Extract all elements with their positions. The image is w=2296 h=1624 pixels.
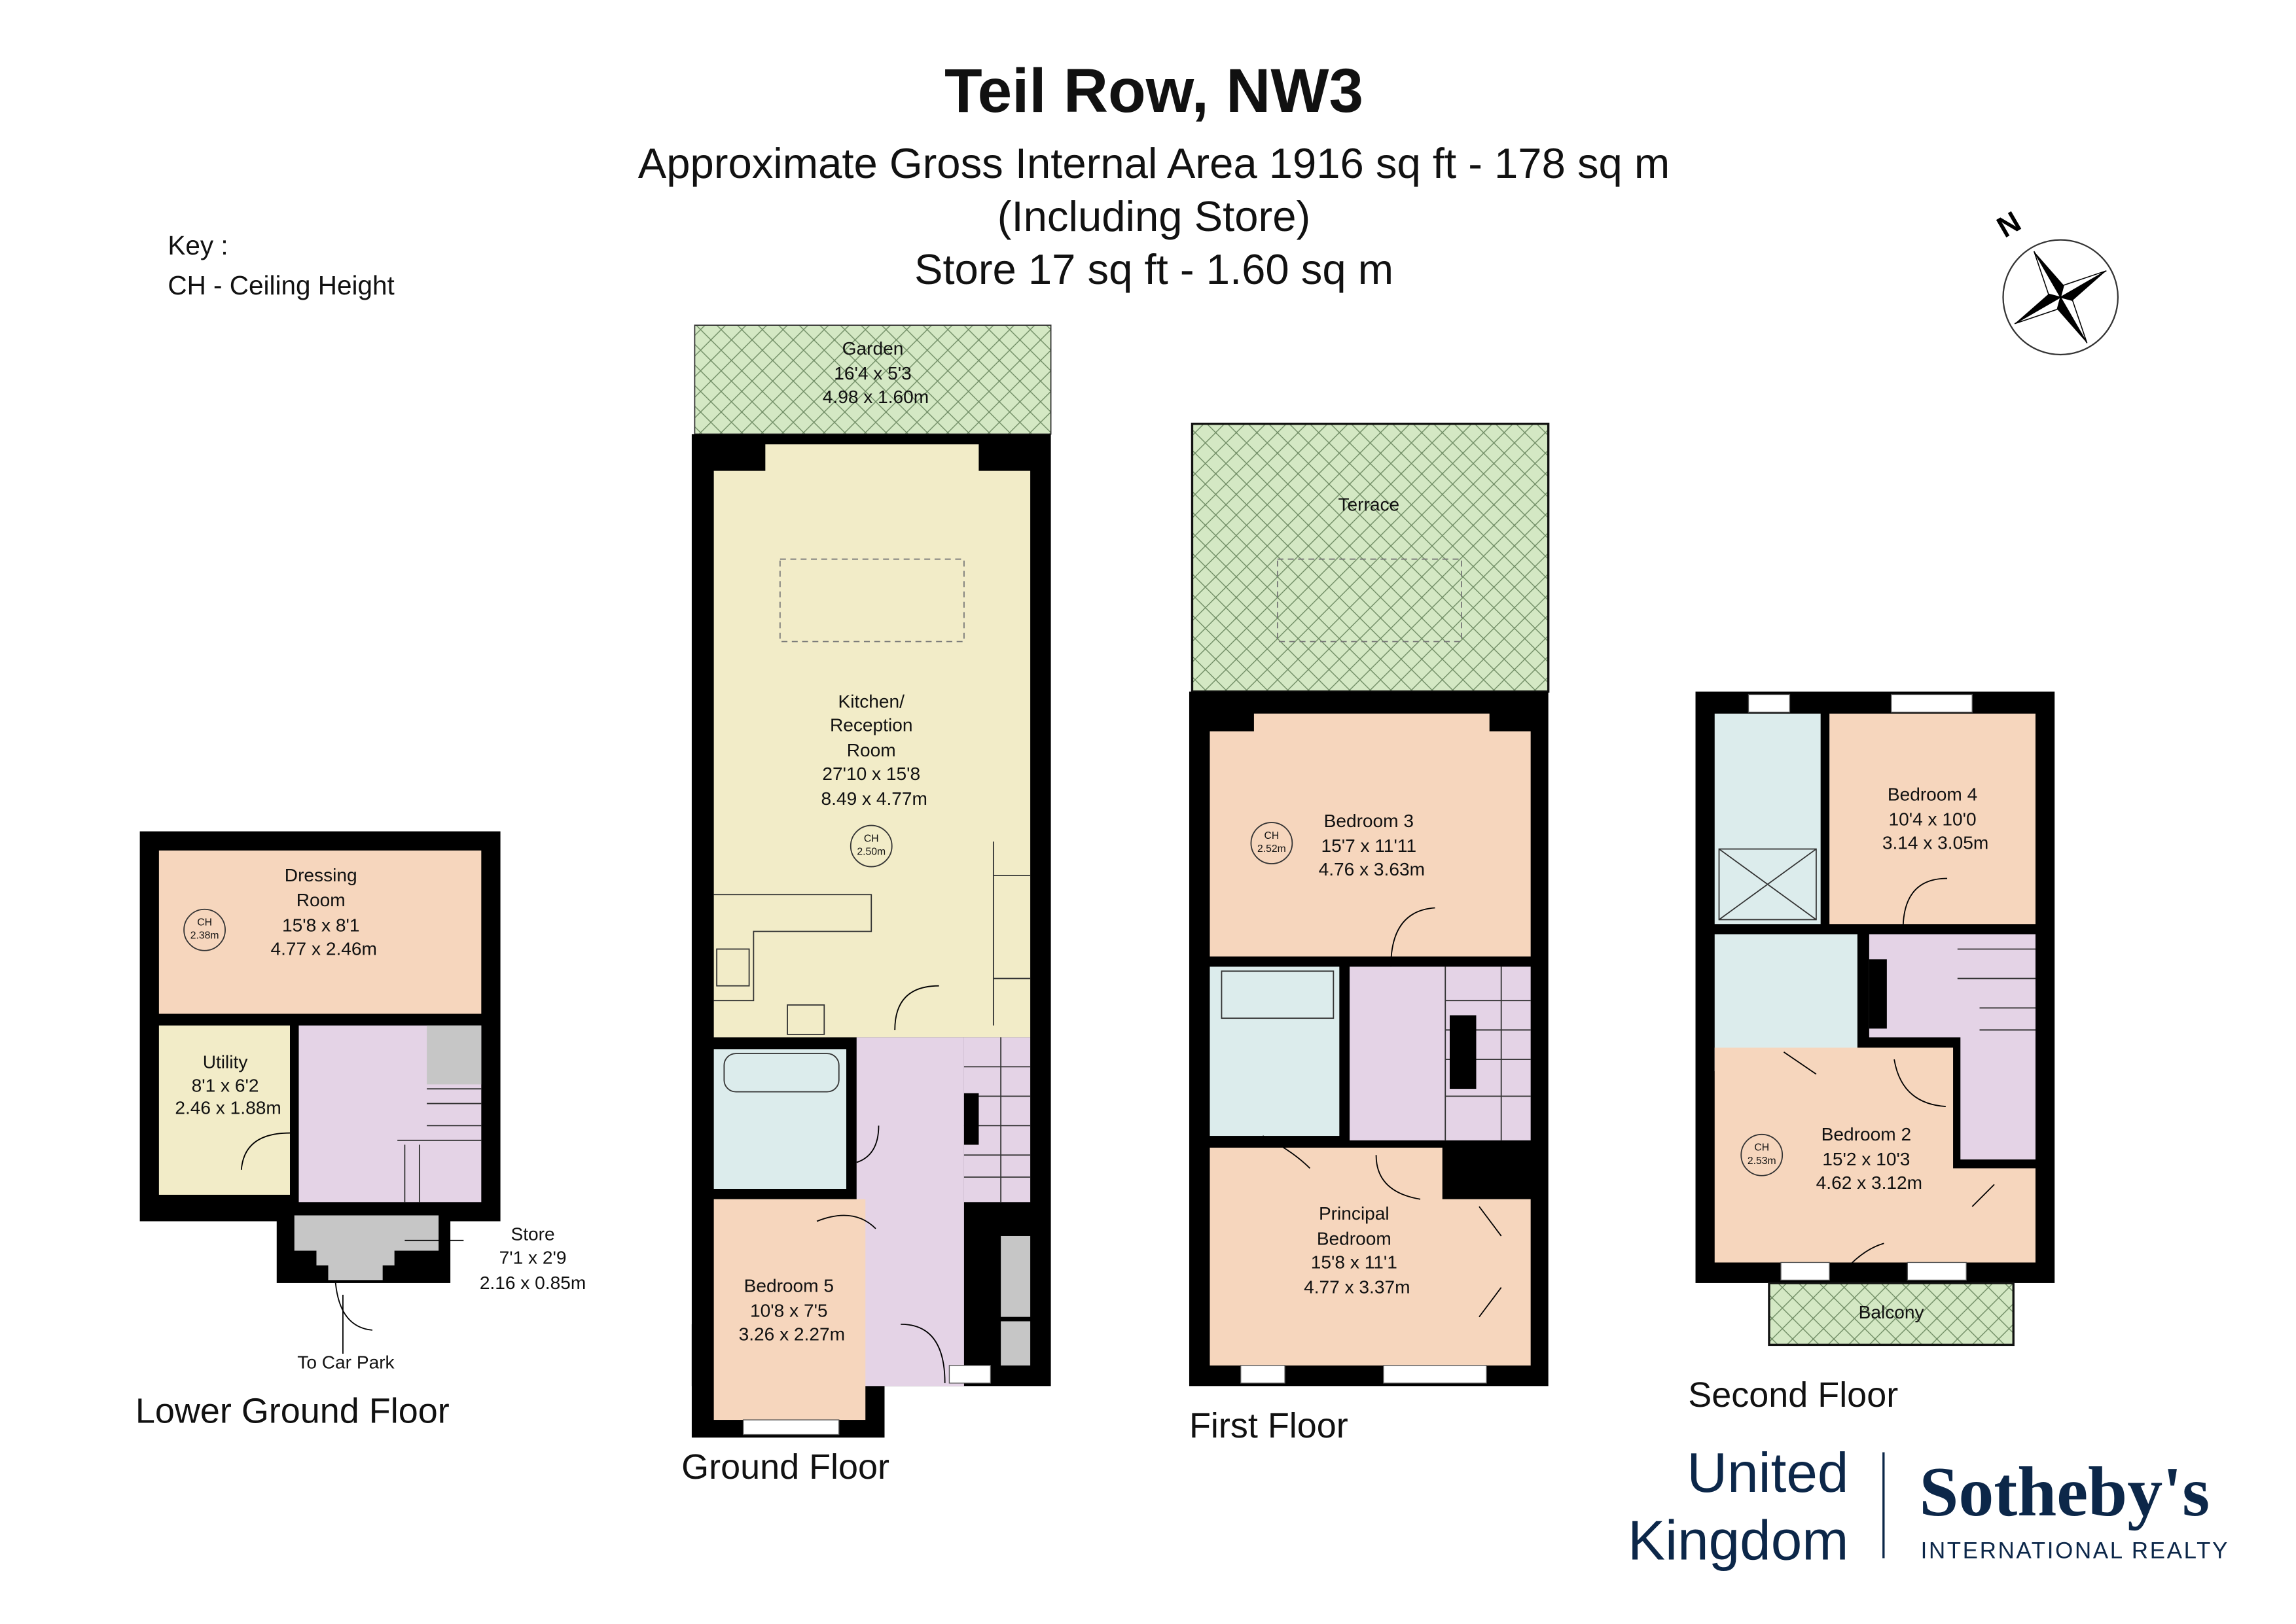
- gross-area: Approximate Gross Internal Area 1916 sq …: [638, 139, 1670, 187]
- room-dim-metric: 8.49 x 4.77m: [821, 788, 927, 809]
- compass-rose-icon: N: [1991, 205, 2119, 356]
- key-entry: CH - Ceiling Height: [168, 270, 394, 300]
- room-dim-metric: 3.14 x 3.05m: [1882, 833, 1988, 853]
- room-name: Bedroom 3: [1324, 811, 1414, 831]
- key-title: Key :: [168, 230, 228, 260]
- room-name: Principal: [1319, 1203, 1390, 1224]
- room-name: Bedroom: [1317, 1228, 1391, 1248]
- room-dim-imperial: 10'8 x 7'5: [750, 1301, 828, 1321]
- room-dim-metric: 4.77 x 2.46m: [271, 938, 377, 959]
- first-floor-plan: CH 2.52m Terrace Bedroom 3 15'7 x 11'11 …: [1189, 422, 1550, 1445]
- room-dim-imperial: 8'1 x 6'2: [192, 1076, 259, 1096]
- logo-kingdom: Kingdom: [1628, 1510, 1848, 1572]
- room-name: Room: [847, 740, 896, 760]
- room-dim-metric: 2.46 x 1.88m: [175, 1097, 281, 1118]
- room-dim-imperial: 27'10 x 15'8: [822, 764, 920, 784]
- floor-label: Lower Ground Floor: [135, 1392, 450, 1431]
- second-floor-plan: CH 2.53m Bedroom 4 10'4 x 10'0 3.14 x 3.…: [1688, 691, 2055, 1415]
- room-name: Store: [511, 1224, 554, 1244]
- logo-tagline: INTERNATIONAL REALTY: [1921, 1538, 2230, 1563]
- logo-united: United: [1687, 1442, 1848, 1504]
- room-dim-metric: 4.62 x 3.12m: [1816, 1173, 1922, 1193]
- room-name: Garden: [842, 338, 904, 359]
- room-name: Room: [296, 890, 346, 910]
- room-name: Bedroom 5: [744, 1275, 834, 1296]
- room-dim-imperial: 7'1 x 2'9: [499, 1248, 567, 1268]
- room-name: Kitchen/: [838, 692, 905, 712]
- room-dim-imperial: 15'7 x 11'11: [1321, 836, 1417, 856]
- room-name: Bedroom 4: [1888, 784, 1977, 804]
- page-title: Teil Row, NW3: [944, 57, 1363, 126]
- ch-label: CH: [864, 833, 879, 844]
- room-dim-metric: 2.16 x 0.85m: [480, 1273, 586, 1293]
- ground-floor-plan: CH 2.50m Garden 16'4 x 5'3 4.98 x 1.60m …: [681, 325, 1052, 1487]
- floor-label: First Floor: [1189, 1406, 1348, 1445]
- floor-label: Ground Floor: [681, 1447, 889, 1487]
- ch-value: 2.52m: [1257, 843, 1286, 855]
- room-name: Terrace: [1338, 494, 1399, 514]
- logo-brand: Sotheby's: [1919, 1453, 2210, 1531]
- lower-ground-floor-plan: CH 2.38m Dressing Room 15'8 x 8'1 4.77 x…: [135, 831, 586, 1431]
- including-store: (Including Store): [997, 192, 1310, 240]
- room-name: Balcony: [1859, 1302, 1924, 1322]
- room-name: Utility: [203, 1052, 248, 1072]
- room-dim-metric: 3.26 x 2.27m: [739, 1324, 845, 1345]
- ch-value: 2.38m: [190, 930, 219, 942]
- ch-label: CH: [197, 917, 212, 928]
- room-name: Reception: [830, 715, 913, 735]
- north-label: N: [1991, 205, 2026, 244]
- room-dim-imperial: 15'8 x 11'1: [1311, 1252, 1397, 1272]
- room-dim-imperial: 15'8 x 8'1: [282, 915, 360, 935]
- room-dim-metric: 4.98 x 1.60m: [823, 387, 929, 407]
- ch-value: 2.50m: [857, 847, 886, 858]
- ch-label: CH: [1265, 830, 1280, 841]
- ch-label: CH: [1754, 1142, 1769, 1154]
- room-dim-metric: 4.77 x 3.37m: [1304, 1277, 1410, 1297]
- room-dim-metric: 4.76 x 3.63m: [1319, 859, 1425, 879]
- room-dim-imperial: 15'2 x 10'3: [1822, 1149, 1910, 1169]
- room-dim-imperial: 16'4 x 5'3: [834, 363, 912, 383]
- store-area: Store 17 sq ft - 1.60 sq m: [914, 245, 1393, 293]
- sothebys-logo: United Kingdom Sotheby's INTERNATIONAL R…: [1628, 1442, 2230, 1572]
- car-park-label: To Car Park: [297, 1352, 395, 1372]
- room-dim-imperial: 10'4 x 10'0: [1888, 809, 1976, 830]
- ch-value: 2.53m: [1748, 1156, 1776, 1167]
- floor-label: Second Floor: [1688, 1375, 1898, 1415]
- room-name: Dressing: [285, 865, 357, 885]
- room-name: Bedroom 2: [1821, 1124, 1911, 1144]
